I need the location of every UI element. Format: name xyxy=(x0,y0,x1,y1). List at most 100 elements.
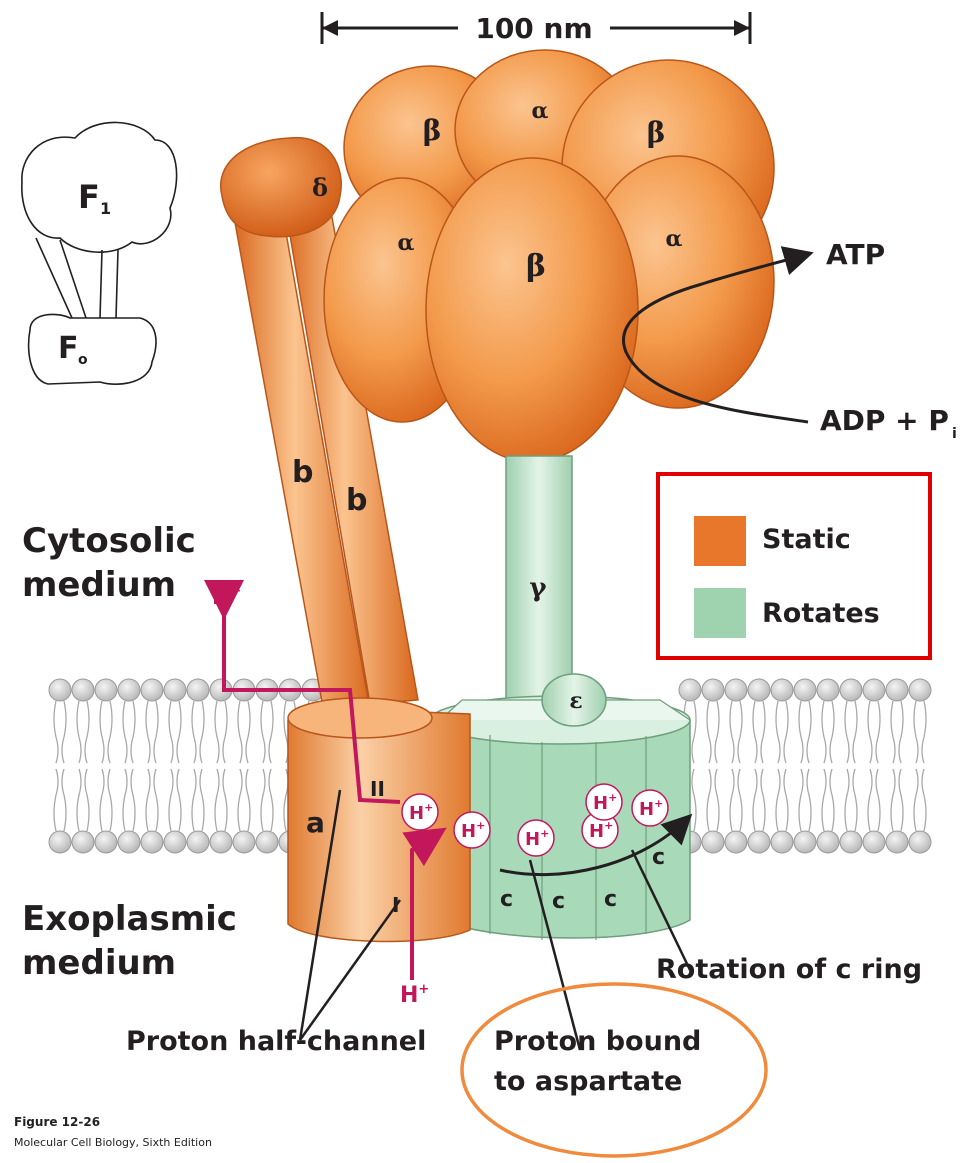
c-label-4: c xyxy=(652,845,665,870)
lipid-tail xyxy=(123,701,135,763)
lipid-tail xyxy=(822,769,834,831)
lipid-tail xyxy=(192,701,204,763)
lipid-tail xyxy=(215,769,227,831)
lipid-head xyxy=(909,679,931,701)
legend-static-label: Static xyxy=(762,524,851,555)
lipid-head xyxy=(49,679,71,701)
lipid-tail xyxy=(914,701,926,763)
f1-head: β α β α α β xyxy=(324,50,774,462)
lipid-head xyxy=(187,679,209,701)
figure-caption: Figure 12-26 xyxy=(14,1115,100,1129)
alpha-label-left: α xyxy=(398,230,415,256)
cytosolic-label: Cytosolic xyxy=(22,521,196,561)
lipid-tail xyxy=(753,701,765,763)
scale-label: 100 nm xyxy=(475,12,592,45)
lipid-tail xyxy=(123,769,135,831)
lipid-head xyxy=(679,679,701,701)
lipid-tail xyxy=(891,701,903,763)
lipid-head xyxy=(863,679,885,701)
lipid-head xyxy=(210,831,232,853)
rotation-annotation: Rotation of c ring xyxy=(656,954,922,985)
lipid-tail xyxy=(146,769,158,831)
lipid-head xyxy=(141,831,163,853)
gamma-label: γ xyxy=(529,573,547,603)
inset-f1-subscript: 1 xyxy=(100,199,111,218)
lipid-tail xyxy=(707,701,719,763)
lipid-head xyxy=(840,831,862,853)
adp-pi-label: ADP + P xyxy=(820,404,949,437)
lipid-head xyxy=(187,831,209,853)
lipid-head xyxy=(95,679,117,701)
delta-subunit: δ xyxy=(221,138,342,237)
lipid-head xyxy=(164,679,186,701)
lipid-head xyxy=(748,679,770,701)
lipid-tail xyxy=(845,701,857,763)
lipid-tail xyxy=(822,701,834,763)
lipid-tail xyxy=(169,769,181,831)
alpha-label-right: α xyxy=(666,226,683,252)
lipid-tail xyxy=(799,769,811,831)
a-subunit-label: a xyxy=(306,806,325,839)
lipid-head xyxy=(118,831,140,853)
lipid-tail xyxy=(914,769,926,831)
lipid-tail xyxy=(776,769,788,831)
lipid-head xyxy=(72,831,94,853)
lipid-head xyxy=(909,831,931,853)
pi-subscript: i xyxy=(952,426,957,442)
lipid-tail xyxy=(753,769,765,831)
lipid-tail xyxy=(891,769,903,831)
lipid-head xyxy=(702,679,724,701)
lipid-head xyxy=(164,831,186,853)
book-caption: Molecular Cell Biology, Sixth Edition xyxy=(14,1136,212,1149)
lipid-head xyxy=(817,831,839,853)
lipid-tail xyxy=(192,769,204,831)
lipid-tail xyxy=(54,701,66,763)
exoplasmic-label: Exoplasmic xyxy=(22,899,237,939)
lipid-head xyxy=(794,679,816,701)
epsilon-label: ε xyxy=(569,688,582,714)
lipid-tail xyxy=(730,701,742,763)
lipid-head xyxy=(794,831,816,853)
lipid-tail xyxy=(238,701,250,763)
lipid-tail xyxy=(146,701,158,763)
legend-rotates-label: Rotates xyxy=(762,598,880,629)
legend-rotates-swatch xyxy=(694,588,746,638)
half-channel-annotation: Proton half-channel xyxy=(126,1026,426,1057)
legend-static-swatch xyxy=(694,516,746,566)
h-plus-cytosol-label: H+ xyxy=(212,584,241,610)
lipid-head xyxy=(49,831,71,853)
alpha-label-back: α xyxy=(532,98,549,124)
beta-subunit-front xyxy=(426,158,638,462)
bound-annotation-line2: to aspartate xyxy=(494,1066,682,1097)
c-label-1: c xyxy=(500,887,513,912)
lipid-tail xyxy=(730,769,742,831)
b-subunit-label-2: b xyxy=(346,483,367,518)
lipid-tail xyxy=(707,769,719,831)
lipid-tail xyxy=(799,701,811,763)
lipid-tail xyxy=(238,769,250,831)
lipid-tail xyxy=(776,701,788,763)
lipid-tail xyxy=(868,769,880,831)
scale-bar: 100 nm xyxy=(322,12,750,45)
lipid-tail xyxy=(261,701,273,763)
inset-fo-subscript: o xyxy=(78,352,88,368)
lipid-tail xyxy=(868,701,880,763)
c-label-2: c xyxy=(552,889,565,914)
lipid-tail xyxy=(215,701,227,763)
lipid-tail xyxy=(77,701,89,763)
exoplasmic-medium-label: medium xyxy=(22,943,176,983)
lipid-head xyxy=(863,831,885,853)
lipid-head xyxy=(141,679,163,701)
lipid-head xyxy=(233,831,255,853)
lipid-tail xyxy=(845,769,857,831)
lipid-tail xyxy=(54,769,66,831)
lipid-tail xyxy=(169,701,181,763)
lipid-head xyxy=(256,831,278,853)
epsilon-subunit: ε xyxy=(542,674,606,726)
half-channel-ii-label: II xyxy=(370,777,385,801)
beta-label-back-right: β xyxy=(647,116,666,149)
lipid-head xyxy=(886,679,908,701)
lipid-head xyxy=(886,831,908,853)
lipid-head xyxy=(725,831,747,853)
lipid-head xyxy=(748,831,770,853)
